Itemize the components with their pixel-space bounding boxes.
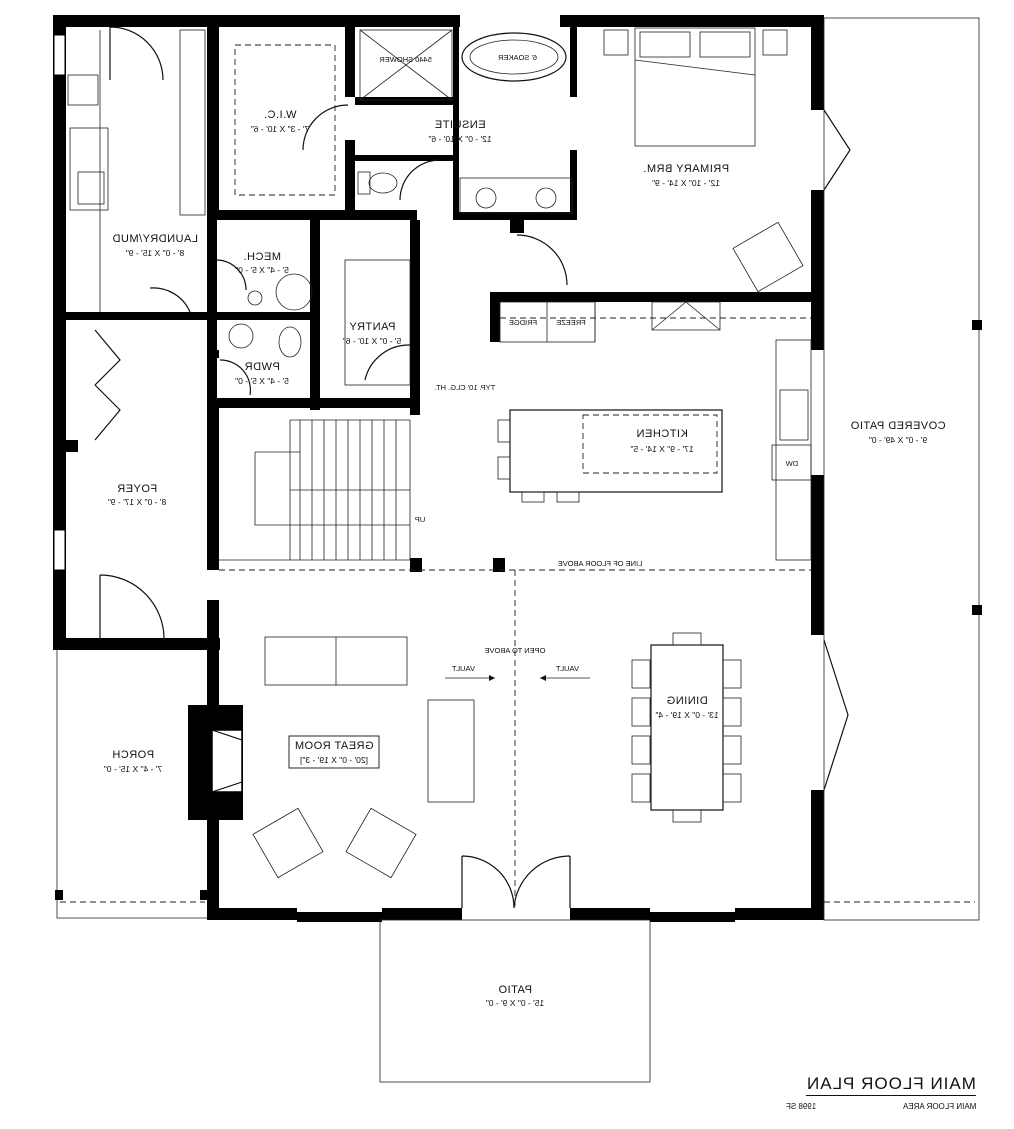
room-size-wic: 7' - 3" X 10' - 6" — [251, 124, 309, 134]
room-labels: W.I.C. 7' - 3" X 10' - 6" ENSUITE 12' - … — [104, 109, 946, 1008]
plan-title: MAIN FLOOR PLAN — [806, 1074, 976, 1096]
freeze-label: FREEZE — [556, 318, 586, 327]
room-name-great-room: GREAT ROOM — [294, 740, 373, 752]
room-name-primary: PRIMARY BRM. — [643, 163, 729, 175]
floor-above-note: LINE OF FLOOR ABOVE — [558, 559, 643, 568]
fixtures-drawing — [67, 27, 812, 879]
room-size-porch: 7' - 4" X 15' - 0" — [104, 764, 162, 774]
room-size-ensuite: 12' - 0" X 10' - 6" — [428, 134, 491, 144]
room-size-primary: 12' - 10" X 14' - 9" — [652, 178, 720, 188]
room-size-great-room: [20' - 0" X 19' - 3"] — [300, 755, 368, 765]
interior-walls — [66, 15, 824, 650]
room-size-covered-patio: 9' - 0" X 49' - 0" — [869, 435, 927, 445]
room-size-dining: 13' - 0" X 19' - 4" — [655, 710, 718, 720]
area-label: MAIN FLOOR AREA — [902, 1102, 976, 1111]
room-name-kitchen: KITCHEN — [636, 428, 688, 440]
area-row: 1998 SF MAIN FLOOR AREA — [786, 1102, 976, 1111]
exterior-walls — [53, 15, 824, 922]
fridge-label: FRIDGE — [509, 318, 537, 327]
room-name-pwdr: PWDR — [244, 361, 280, 373]
room-size-patio: 15' - 0" X 9' - 0" — [486, 998, 544, 1008]
room-name-patio: PATIO — [498, 984, 532, 996]
room-name-dining: DINING — [666, 695, 708, 707]
stair-up-label: UP — [415, 515, 425, 524]
fixture-labels: 5440 SHOWER 6' SOAKER FRIDGE FREEZE DW U… — [379, 53, 798, 524]
dw-label: DW — [785, 459, 798, 468]
shower-label: 5440 SHOWER — [379, 55, 432, 64]
room-size-pwdr: 5' - 4" X 5' - 0" — [235, 376, 289, 386]
room-name-wic: W.I.C. — [264, 109, 297, 121]
ceiling-note: TYP. 10' CLG. HT. — [435, 383, 495, 392]
room-name-mech: MECH. — [243, 251, 281, 263]
room-size-kitchen: 17' - 9" X 14' - 5" — [630, 444, 693, 454]
room-name-covered-patio: COVERED PATIO — [850, 420, 945, 432]
area-value: 1998 SF — [786, 1102, 817, 1111]
title-block: MAIN FLOOR PLAN 1998 SF MAIN FLOOR AREA — [776, 1074, 976, 1111]
room-name-foyer: FOYER — [117, 483, 157, 495]
room-size-pantry: 5' - 0" X 10' - 6" — [343, 336, 401, 346]
room-name-laundry: LAUNDRY/MUD — [112, 233, 198, 245]
vault-right-note: VAULT — [555, 664, 578, 673]
plan-notes: TYP. 10' CLG. HT. LINE OF FLOOR ABOVE OP… — [435, 383, 643, 673]
room-size-mech: 5' - 4" X 5' - 0" — [235, 265, 289, 275]
room-name-pantry: PANTRY — [349, 321, 396, 333]
vault-left-note: VAULT — [451, 664, 474, 673]
room-name-ensuite: ENSUITE — [434, 119, 485, 131]
room-size-foyer: 8' - 0" X 17' - 9" — [108, 497, 166, 507]
room-name-porch: PORCH — [112, 749, 154, 761]
soaker-label: 6' SOAKER — [498, 53, 538, 62]
room-size-laundry: 8' - 0" X 15' - 9" — [126, 248, 184, 258]
doors — [94, 26, 851, 909]
patio-outlines — [55, 17, 982, 1083]
open-above-note: OPEN TO ABOVE — [485, 646, 546, 655]
